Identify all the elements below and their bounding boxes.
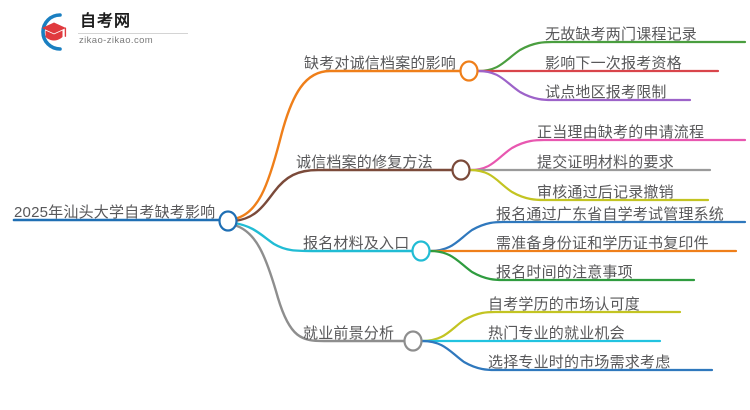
connector-branch-2-child-1 bbox=[468, 138, 747, 172]
branch-label-2[interactable]: 诚信档案的修复方法 bbox=[296, 154, 433, 171]
leaf-label-4-2[interactable]: 热门专业的就业机会 bbox=[488, 325, 625, 342]
logo-title: 自考网 bbox=[80, 13, 132, 30]
connector-branch-1-child-1 bbox=[476, 40, 747, 73]
leaf-label-3-3[interactable]: 报名时间的注意事项 bbox=[496, 264, 633, 281]
branch-label-3[interactable]: 报名材料及入口 bbox=[303, 235, 410, 252]
logo-divider bbox=[78, 33, 188, 34]
leaf-label-3-2[interactable]: 需准备身份证和学历证书复印件 bbox=[496, 235, 709, 252]
leaf-label-1-1[interactable]: 无故缺考两门课程记录 bbox=[545, 26, 698, 43]
connector-branch-2 bbox=[232, 168, 454, 223]
connector-branch-4-child-3 bbox=[420, 339, 714, 372]
logo-domain: zikao-zikao.com bbox=[79, 35, 154, 46]
connector-branch-1 bbox=[232, 69, 462, 221]
graduation-cap-icon bbox=[30, 10, 74, 54]
leaf-label-4-1[interactable]: 自考学历的市场认可度 bbox=[488, 296, 641, 313]
branch-node-dot-1[interactable] bbox=[459, 60, 479, 82]
branch-node-dot-4[interactable] bbox=[403, 330, 423, 352]
connector-branch-3-child-3 bbox=[428, 249, 696, 282]
leaf-label-1-3[interactable]: 试点地区报考限制 bbox=[545, 84, 667, 101]
branch-label-4[interactable]: 就业前景分析 bbox=[303, 325, 395, 342]
leaf-label-1-2[interactable]: 影响下一次报考资格 bbox=[545, 55, 682, 72]
branch-node-dot-3[interactable] bbox=[411, 240, 431, 262]
connector-branch-1-child-3 bbox=[476, 69, 692, 102]
connector-branch-3 bbox=[232, 221, 414, 253]
connector-branch-4-child-1 bbox=[420, 310, 682, 343]
mindmap-root-label[interactable]: 2025年汕头大学自考缺考影响 bbox=[14, 204, 216, 221]
site-logo: 自考网 zikao-zikao.com bbox=[30, 10, 190, 54]
leaf-label-2-3[interactable]: 审核通过后记录撤销 bbox=[537, 184, 674, 201]
connector-branch-2-child-3 bbox=[468, 168, 710, 202]
leaf-label-2-1[interactable]: 正当理由缺考的申请流程 bbox=[537, 124, 705, 141]
root-node-dot[interactable] bbox=[218, 210, 238, 232]
leaf-label-2-2[interactable]: 提交证明材料的要求 bbox=[537, 154, 674, 171]
branch-label-1[interactable]: 缺考对诚信档案的影响 bbox=[304, 55, 457, 72]
leaf-label-4-3[interactable]: 选择专业时的市场需求考虑 bbox=[488, 354, 671, 371]
leaf-label-3-1[interactable]: 报名通过广东省自学考试管理系统 bbox=[496, 206, 725, 223]
branch-node-dot-2[interactable] bbox=[451, 159, 471, 181]
connector-branch-3-child-1 bbox=[428, 220, 747, 253]
connector-branch-4 bbox=[232, 223, 406, 343]
